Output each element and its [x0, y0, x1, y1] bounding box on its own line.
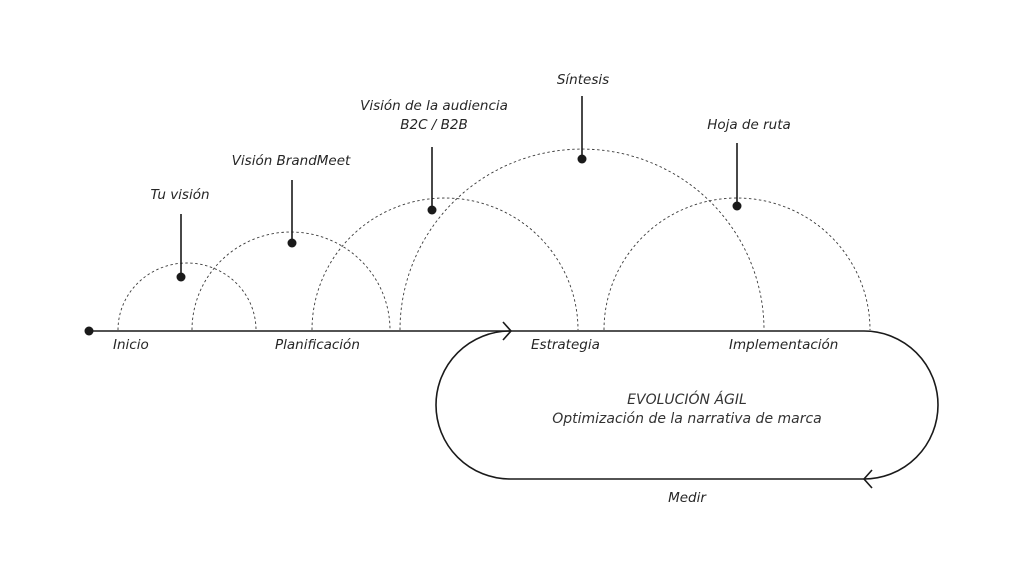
label-implementacion: Implementación — [729, 337, 838, 353]
arc-sintesis — [399, 148, 765, 331]
label-vision-brandmeet: Visión BrandMeet — [232, 153, 351, 169]
label-inicio: Inicio — [113, 337, 149, 353]
label-vision-audiencia-line2: B2C / B2B — [400, 117, 468, 133]
label-medir: Medir — [668, 490, 707, 506]
label-estrategia: Estrategia — [531, 337, 600, 353]
pin-tu-vision — [176, 214, 186, 282]
label-tu-vision: Tu visión — [150, 187, 209, 203]
label-sintesis: Síntesis — [557, 72, 609, 88]
pin-hoja-de-ruta — [732, 143, 742, 211]
arc-tu-vision — [117, 262, 257, 331]
loop-title: EVOLUCIÓN ÁGIL — [627, 390, 747, 408]
label-vision-audiencia-line1: Visión de la audiencia — [360, 98, 508, 114]
pin-vision-brandmeet — [287, 180, 297, 248]
pin-vision-audiencia — [427, 147, 437, 215]
loop-subtitle: Optimización de la narrativa de marca — [552, 411, 822, 427]
arc-vision-audiencia — [311, 197, 579, 331]
pin-sintesis — [577, 96, 587, 164]
label-hoja-de-ruta: Hoja de ruta — [707, 117, 791, 133]
agile-loop — [435, 330, 939, 489]
loop-arrow-icon — [862, 469, 873, 489]
arc-hoja-de-ruta — [603, 197, 871, 331]
arc-vision-brandmeet — [191, 231, 391, 331]
label-planificacion: Planificación — [275, 337, 360, 353]
